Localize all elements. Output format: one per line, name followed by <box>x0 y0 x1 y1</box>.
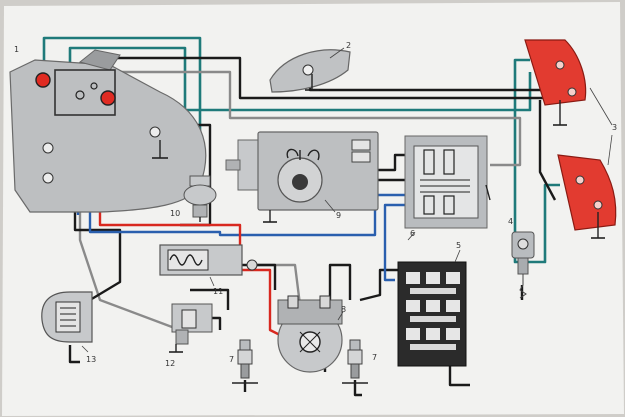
generator <box>225 131 379 223</box>
spark-plug-left <box>232 339 258 384</box>
spark-plug-right <box>342 339 368 384</box>
indicator-lamp-left-icon <box>35 72 51 88</box>
label-6: 6 <box>410 229 415 238</box>
relay <box>169 303 213 353</box>
label-11: 11 <box>213 287 223 296</box>
label-10: 10 <box>170 209 180 218</box>
headlamp-housing <box>9 49 207 213</box>
tail-light-lower <box>557 154 617 239</box>
label-2: 2 <box>346 41 351 50</box>
battery <box>397 261 467 367</box>
indicator-lamp-right-icon <box>100 90 116 106</box>
headlamp-reflector <box>269 49 351 93</box>
starter-switch <box>41 291 93 343</box>
label-4: 4 <box>508 217 513 226</box>
label-13: 13 <box>86 355 96 364</box>
brake-switch <box>511 231 535 299</box>
label-1: 1 <box>14 45 19 54</box>
label-5: 5 <box>456 241 461 250</box>
label-3: 3 <box>612 123 617 132</box>
label-7-right: 7 <box>372 353 377 362</box>
sensor-unit <box>183 175 217 222</box>
label-7-left: 7 <box>229 355 234 364</box>
label-12: 12 <box>165 359 175 368</box>
ignition-coil <box>159 244 258 276</box>
label-9: 9 <box>336 211 341 220</box>
tail-light-upper <box>524 39 587 126</box>
distributor <box>277 295 343 373</box>
voltage-regulator <box>404 135 491 229</box>
bulb-icon <box>42 126 168 184</box>
label-8: 8 <box>341 305 346 314</box>
